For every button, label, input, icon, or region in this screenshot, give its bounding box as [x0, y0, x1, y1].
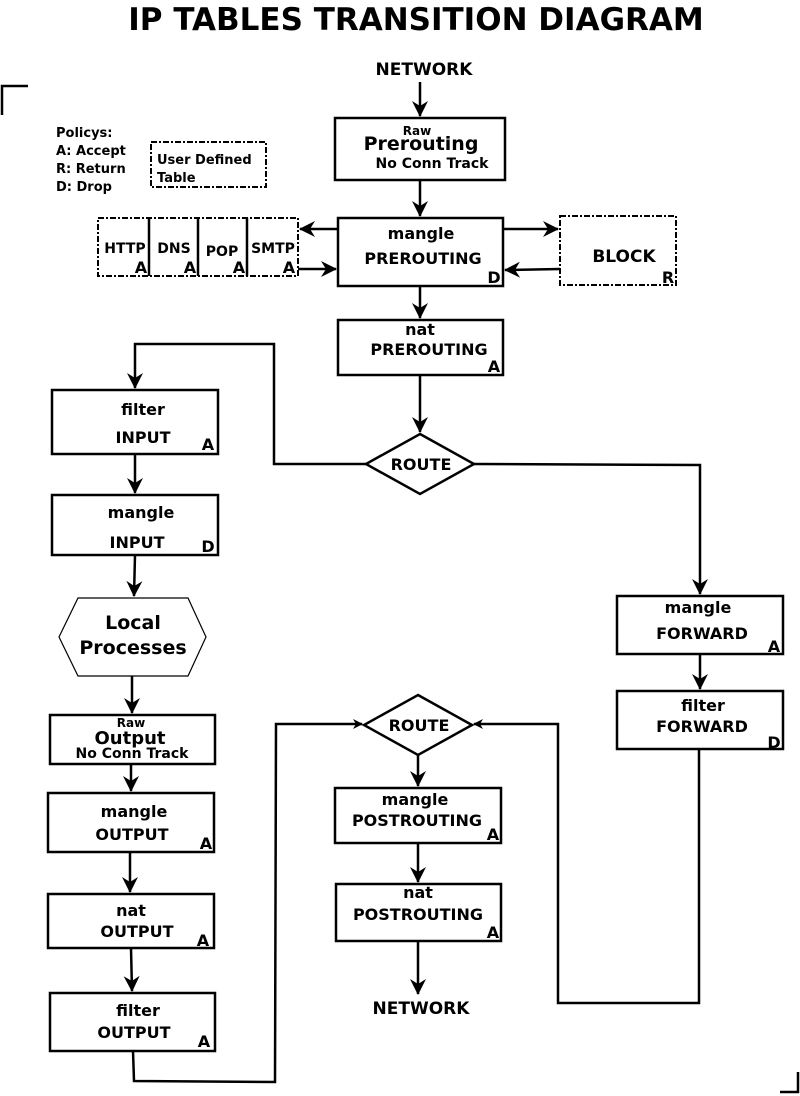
corner-mark-top-left — [0, 84, 28, 115]
edge-filter-output-to-route-2 — [131, 719, 363, 1084]
corner-mark-bottom-right — [780, 1072, 800, 1094]
mangle-output-node: mangle OUTPUT A — [46, 791, 216, 854]
user-table-pop-policy: A — [233, 258, 246, 277]
filter-output-policy: A — [198, 1032, 211, 1051]
nat-output-line1: nat — [116, 901, 146, 920]
mangle-input-policy: D — [201, 537, 214, 556]
filter-input-policy: A — [202, 435, 215, 454]
user-table-http-policy: A — [135, 258, 148, 277]
user-table-smtp: SMTP — [251, 241, 295, 257]
edge-route-to-filter-input — [127, 342, 366, 466]
user-defined-tables: HTTP A DNS A POP A SMTP A — [97, 217, 299, 277]
mangle-output-line1: mangle — [101, 802, 168, 821]
user-table-smtp-policy: A — [283, 258, 296, 277]
filter-output-line1: filter — [116, 1001, 160, 1020]
mangle-input-line2: INPUT — [110, 533, 165, 552]
mangle-postrouting-line1: mangle — [382, 790, 449, 809]
raw-output-sub: No Conn Track — [76, 746, 190, 762]
user-table-dns-policy: A — [184, 258, 197, 277]
mangle-forward-node: mangle FORWARD A — [615, 594, 785, 656]
filter-forward-policy: D — [767, 733, 780, 752]
nat-prerouting-policy: A — [488, 357, 501, 376]
mangle-postrouting-line2: POSTROUTING — [352, 811, 482, 830]
edge-route-to-mangle-forward — [473, 462, 708, 595]
mangle-output-policy: A — [200, 834, 213, 853]
nat-prerouting-line1: nat — [405, 320, 435, 339]
mangle-prerouting-node: mangle PREROUTING D — [336, 216, 505, 288]
legend-drop: D: Drop — [56, 180, 112, 195]
user-table-dns: DNS — [157, 241, 190, 257]
edge-filter-forward-to-route-2 — [473, 719, 701, 1005]
network-in-label: NETWORK — [376, 60, 474, 80]
mangle-postrouting-node: mangle POSTROUTING A — [333, 786, 503, 845]
block-name: BLOCK — [592, 247, 656, 267]
mangle-input-line1: mangle — [108, 503, 175, 522]
mangle-forward-policy: A — [768, 637, 781, 656]
filter-output-line2: OUTPUT — [97, 1023, 170, 1042]
edge-block-to-mangle — [504, 261, 561, 278]
local-processes-node: Local Processes — [58, 597, 207, 677]
mangle-forward-line2: FORWARD — [656, 624, 748, 643]
mangle-postrouting-policy: A — [487, 825, 500, 844]
raw-output-node: Raw Output No Conn Track — [48, 713, 217, 766]
network-out-label: NETWORK — [373, 999, 471, 1019]
local-processes-line2: Processes — [79, 637, 186, 659]
mangle-prerouting-line2: PREROUTING — [364, 249, 481, 268]
mangle-forward-line1: mangle — [665, 598, 732, 617]
filter-output-node: filter OUTPUT A — [48, 991, 217, 1053]
filter-input-node: filter INPUT A — [50, 388, 220, 456]
block-policy: R — [662, 268, 674, 287]
legend-user-defined-line1: User Defined — [157, 153, 252, 168]
block-node: BLOCK R — [559, 215, 677, 287]
mangle-output-line2: OUTPUT — [95, 825, 168, 844]
nat-output-node: nat OUTPUT A — [46, 892, 216, 950]
nat-output-policy: A — [197, 931, 210, 950]
route-decision-1: ROUTE — [363, 432, 477, 496]
raw-prerouting-small: Raw — [403, 124, 431, 138]
nat-prerouting-line2: PREROUTING — [370, 340, 487, 359]
filter-forward-node: filter FORWARD D — [615, 689, 785, 752]
route-2-label: ROUTE — [389, 716, 450, 735]
filter-forward-line2: FORWARD — [656, 717, 748, 736]
raw-output-small: Raw — [117, 716, 145, 730]
filter-input-line1: filter — [121, 400, 165, 419]
nat-postrouting-node: nat POSTROUTING A — [334, 882, 503, 943]
nat-postrouting-policy: A — [487, 923, 500, 942]
nat-postrouting-line2: POSTROUTING — [353, 905, 483, 924]
route-1-label: ROUTE — [391, 455, 452, 474]
filter-forward-line1: filter — [681, 696, 725, 715]
route-decision-2: ROUTE — [361, 693, 475, 757]
raw-prerouting-main: Prerouting — [364, 133, 479, 155]
raw-output-main: Output — [94, 728, 165, 749]
filter-input-line2: INPUT — [116, 428, 171, 447]
legend-user-defined-line2: Table — [157, 171, 196, 186]
raw-prerouting-sub: No Conn Track — [376, 156, 490, 172]
user-table-http: HTTP — [104, 241, 145, 257]
user-table-pop: POP — [206, 244, 238, 260]
edge-mangle-input-to-local — [126, 554, 143, 597]
mangle-prerouting-line1: mangle — [388, 224, 455, 243]
mangle-prerouting-policy: D — [487, 268, 500, 287]
legend-return: R: Return — [56, 162, 126, 177]
nat-prerouting-node: nat PREROUTING A — [336, 318, 505, 377]
policy-legend: Policys: A: Accept R: Return D: Drop Use… — [56, 126, 267, 195]
legend-accept: A: Accept — [56, 144, 126, 159]
nat-postrouting-line1: nat — [403, 883, 433, 902]
raw-prerouting-node: Raw Prerouting No Conn Track — [333, 116, 507, 182]
diagram-title: IP TABLES TRANSITION DIAGRAM — [128, 2, 703, 38]
mangle-input-node: mangle INPUT D — [50, 493, 220, 557]
nat-output-line2: OUTPUT — [100, 922, 173, 941]
local-processes-line1: Local — [105, 612, 161, 634]
edge-nat-output-to-filter-output — [123, 947, 140, 992]
legend-user-defined-box — [150, 141, 267, 188]
legend-heading: Policys: — [56, 126, 113, 141]
